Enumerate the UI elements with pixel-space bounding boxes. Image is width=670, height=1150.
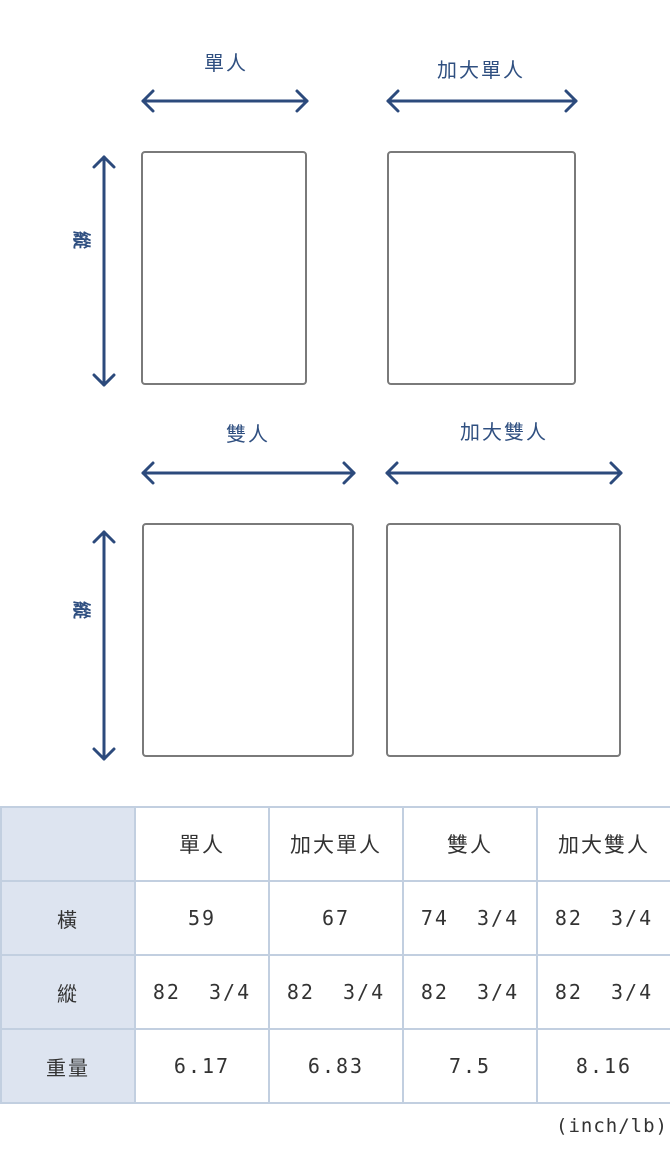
column-header-queen: 加大雙人 [536, 806, 670, 882]
table-row-weight: 重量 6.17 6.83 7.5 8.16 [0, 1028, 670, 1104]
double-width-label: 雙人 [226, 422, 270, 446]
queen-width-arrow [385, 461, 623, 485]
table-corner-cell [0, 806, 136, 882]
super-single-width-label: 加大單人 [437, 58, 525, 82]
bottom-length-label: 縱 [70, 601, 92, 620]
cell-length-double: 82 3/4 [402, 954, 538, 1030]
size-spec-table: 單人 加大單人 雙人 加大雙人 橫 59 67 74 3/4 82 3/4 縱 … [0, 806, 670, 1104]
queen-bed-outline [386, 523, 621, 757]
single-width-label: 單人 [204, 51, 248, 75]
cell-length-queen: 82 3/4 [536, 954, 670, 1030]
unit-note: (inch/lb) [556, 1115, 668, 1137]
cell-length-super-single: 82 3/4 [268, 954, 404, 1030]
column-header-super-single: 加大單人 [268, 806, 404, 882]
super-single-bed-outline [387, 151, 576, 385]
table-row-width: 橫 59 67 74 3/4 82 3/4 [0, 880, 670, 956]
table-row-length: 縱 82 3/4 82 3/4 82 3/4 82 3/4 [0, 954, 670, 1030]
bed-size-diagram: 單人 加大單人 縱 雙人 加大雙人 縱 [70, 51, 623, 761]
table-header-row: 單人 加大單人 雙人 加大雙人 [0, 806, 670, 882]
cell-width-double: 74 3/4 [402, 880, 538, 956]
row-header-width: 橫 [0, 880, 136, 956]
double-bed-outline [142, 523, 354, 757]
cell-weight-super-single: 6.83 [268, 1028, 404, 1104]
top-length-label: 縱 [70, 231, 92, 250]
single-bed-outline [141, 151, 307, 385]
bottom-length-arrow [92, 530, 116, 761]
super-single-width-arrow [386, 89, 578, 113]
row-header-length: 縱 [0, 954, 136, 1030]
cell-weight-double: 7.5 [402, 1028, 538, 1104]
column-header-double: 雙人 [402, 806, 538, 882]
column-header-single: 單人 [134, 806, 270, 882]
cell-width-queen: 82 3/4 [536, 880, 670, 956]
cell-weight-single: 6.17 [134, 1028, 270, 1104]
cell-width-single: 59 [134, 880, 270, 956]
cell-length-single: 82 3/4 [134, 954, 270, 1030]
cell-width-super-single: 67 [268, 880, 404, 956]
cell-weight-queen: 8.16 [536, 1028, 670, 1104]
row-header-weight: 重量 [0, 1028, 136, 1104]
queen-width-label: 加大雙人 [460, 420, 548, 444]
double-width-arrow [141, 461, 356, 485]
top-length-arrow [92, 155, 116, 387]
single-width-arrow [141, 89, 309, 113]
